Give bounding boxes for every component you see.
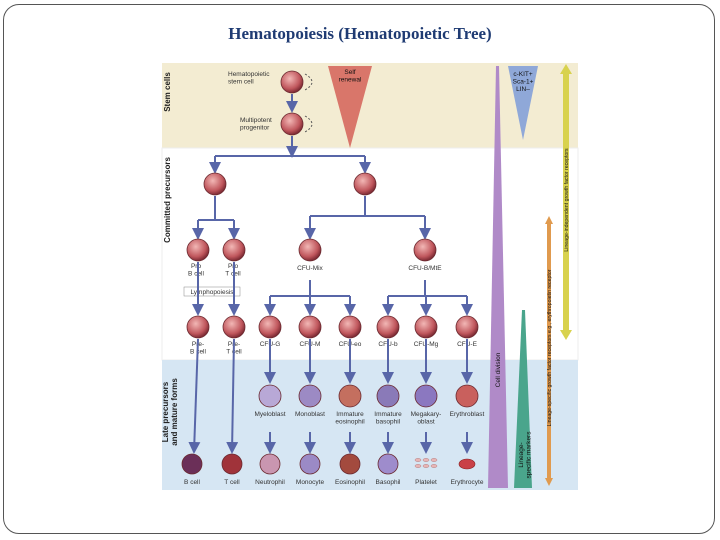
cfu-bme-cell xyxy=(413,238,437,262)
svg-text:Lineage-independent growth fac: Lineage-independent growth factor recept… xyxy=(564,148,570,252)
late-precursor-cell xyxy=(376,384,400,408)
mature-label: Platelet xyxy=(415,479,437,486)
stem-markers-label: c-KIT+Sca-1+LIN– xyxy=(513,71,534,93)
growth-receptors-label: Lineage-specific growth factor receptors… xyxy=(547,269,553,426)
precursor-cell xyxy=(376,315,400,339)
mature-label: B cell xyxy=(184,479,200,486)
band-label-stem: Stem cells xyxy=(163,72,172,112)
platelet-shape xyxy=(414,464,422,468)
late-precursor-label: Megakary-oblast xyxy=(411,411,442,426)
stem-markers-triangle xyxy=(508,66,538,140)
mature-label: Basophil xyxy=(376,479,401,486)
mature-label: Monocyte xyxy=(296,479,325,486)
late-precursor-label: Monoblast xyxy=(295,411,325,418)
mature-label: T cell xyxy=(224,479,240,486)
platelet-shape xyxy=(414,458,422,462)
mature-cell xyxy=(181,453,203,475)
growth-receptors-arrow xyxy=(545,216,553,486)
precursor-cell xyxy=(298,315,322,339)
band-label-committed: Committed precursors xyxy=(163,157,172,243)
late-precursor-label: Erythroblast xyxy=(450,411,485,418)
cfu-bme-label: CFU-B/MtE xyxy=(408,265,442,272)
mature-label: Eosinophil xyxy=(335,479,366,486)
late-precursor-cell xyxy=(258,384,282,408)
lymphopoiesis-box xyxy=(183,286,241,297)
svg-text:Stem cells: Stem cells xyxy=(163,72,172,112)
pro-t-cell xyxy=(222,238,246,262)
erythrocyte-shape xyxy=(458,458,476,470)
arrow xyxy=(226,338,239,454)
svg-text:Committed precursors: Committed precursors xyxy=(163,157,172,243)
platelet-shape xyxy=(430,458,438,462)
mature-cell xyxy=(377,453,399,475)
precursor-cell xyxy=(258,315,282,339)
independent-receptors-label: Lineage-independent growth factor recept… xyxy=(564,148,570,252)
platelet-shape xyxy=(422,464,430,468)
svg-text:Late precursorsand mature form: Late precursorsand mature forms xyxy=(161,378,179,446)
lineage-markers-wedge xyxy=(514,310,532,488)
cfu-mix-cell xyxy=(298,238,322,262)
late-precursor-cell xyxy=(414,384,438,408)
cell-division-wedge xyxy=(488,66,508,488)
common-myeloid-cell xyxy=(353,172,377,196)
precursor-cell xyxy=(222,315,246,339)
mature-cell xyxy=(339,453,361,475)
independent-receptors-arrow xyxy=(560,64,572,340)
late-precursor-cell xyxy=(298,384,322,408)
mature-cell xyxy=(221,453,243,475)
cell-division-label: Cell division xyxy=(495,352,502,387)
self-renewal-triangle xyxy=(328,66,372,148)
mature-label: Neutrophil xyxy=(255,479,285,486)
late-precursor-label: Myeloblast xyxy=(254,411,285,418)
precursor-cell xyxy=(338,315,362,339)
arrow xyxy=(188,338,201,454)
platelet-shape xyxy=(422,458,430,462)
svg-text:Cell division: Cell division xyxy=(495,352,502,387)
svg-text:Lineage-specific markers: Lineage-specific markers xyxy=(518,431,533,479)
lymphopoiesis-label: Lymphopoiesis xyxy=(190,289,234,296)
band-label-late: Late precursorsand mature forms xyxy=(161,378,179,446)
pro-b-cell xyxy=(186,238,210,262)
precursor-cell xyxy=(414,315,438,339)
page-title: Hematopoiesis (Hematopoietic Tree) xyxy=(228,24,492,43)
mature-label: Erythrocyte xyxy=(451,479,484,486)
precursor-cell xyxy=(455,315,479,339)
cfu-mix-label: CFU-Mix xyxy=(297,265,323,272)
precursor-cell xyxy=(186,315,210,339)
late-precursor-cell xyxy=(338,384,362,408)
lineage-markers-label: Lineage-specific markers xyxy=(518,431,533,479)
common-lymphoid-cell xyxy=(203,172,227,196)
mature-cell xyxy=(299,453,321,475)
platelet-shape xyxy=(430,464,438,468)
hsc-cell xyxy=(280,70,304,94)
mature-cell xyxy=(259,453,281,475)
mpp-cell xyxy=(280,112,304,136)
late-precursor-cell xyxy=(455,384,479,408)
svg-text:Lineage-specific growth factor: Lineage-specific growth factor receptors… xyxy=(547,269,553,426)
stem-band xyxy=(162,63,578,148)
